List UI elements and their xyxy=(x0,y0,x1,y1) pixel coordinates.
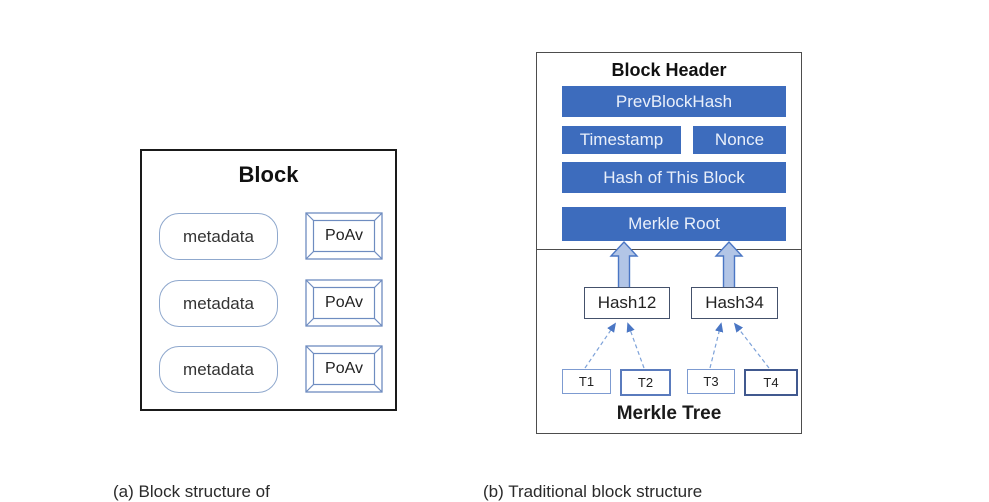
metadata-pill: metadata xyxy=(159,213,278,260)
poav-key: PoAv xyxy=(305,279,383,327)
section-divider xyxy=(537,249,801,250)
dashed-connector xyxy=(733,322,770,369)
nonce-bar: Nonce xyxy=(693,126,786,154)
block-header-title: Block Header xyxy=(611,60,727,80)
leaf-t3: T3 xyxy=(687,369,735,394)
poav-label: PoAv xyxy=(325,294,363,311)
hash12-node: Hash12 xyxy=(584,287,670,319)
leaf-t1: T1 xyxy=(562,369,611,394)
hash34-node: Hash34 xyxy=(691,287,778,319)
leaf-t4: T4 xyxy=(744,369,798,396)
prev-block-hash-bar: PrevBlockHash xyxy=(562,86,786,117)
dashed-connector xyxy=(709,322,724,369)
dashed-connector xyxy=(626,322,645,369)
caption-part-a: (a) Block structure of xyxy=(113,482,270,501)
timestamp-bar: Timestamp xyxy=(562,126,681,154)
poav-key: PoAv xyxy=(305,212,383,260)
leaf-t2: T2 xyxy=(620,369,671,396)
dashed-connector xyxy=(584,322,617,369)
merkle-tree-title: Merkle Tree xyxy=(616,403,722,424)
poav-label: PoAv xyxy=(325,360,363,377)
poav-key-frame-icon xyxy=(305,345,383,393)
block-panel: Block metadata PoAv metadata xyxy=(140,149,397,411)
caption-part-b: (b) Traditional block structure xyxy=(483,482,703,501)
hash-of-this-block-bar: Hash of This Block xyxy=(562,162,786,193)
metadata-pill: metadata xyxy=(159,346,278,393)
merkle-root-bar: Merkle Root xyxy=(562,207,786,241)
block-header-panel: Block Header PrevBlockHash Timestamp Non… xyxy=(536,52,802,434)
poav-key-frame-icon xyxy=(305,212,383,260)
metadata-pill: metadata xyxy=(159,280,278,327)
poav-key: PoAv xyxy=(305,345,383,393)
poav-key-frame-icon xyxy=(305,279,383,327)
poav-label: PoAv xyxy=(325,227,363,244)
block-panel-title: Block xyxy=(238,162,299,187)
